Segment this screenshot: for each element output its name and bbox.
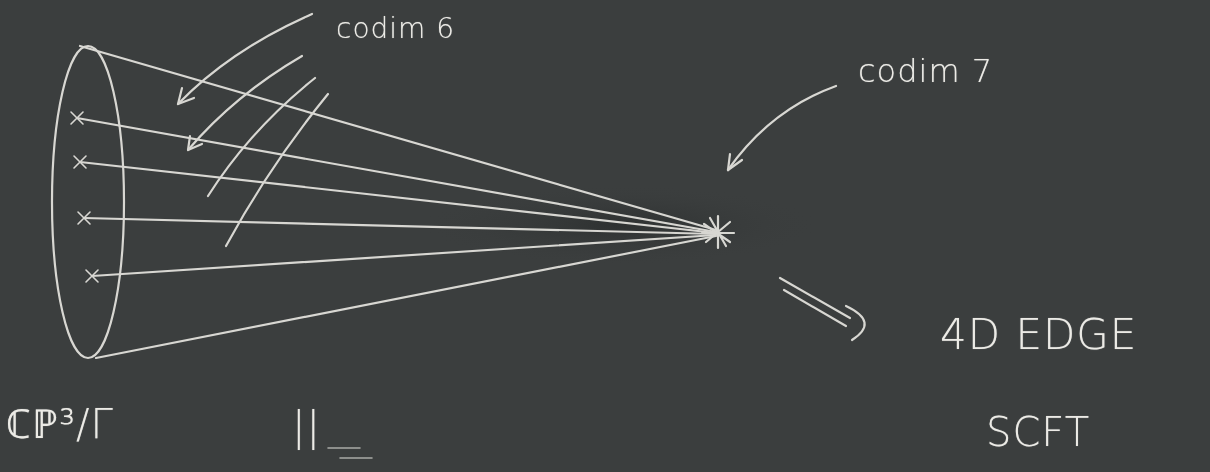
cross-mark (71, 112, 98, 282)
singular-point (702, 216, 734, 248)
codim6-ray (77, 118, 716, 232)
edge-label: 4D EDGE (940, 312, 1137, 358)
partial-mark (328, 448, 372, 458)
leader-arrow (178, 14, 836, 246)
codim6-ray (84, 218, 716, 234)
flow-arrow (780, 278, 865, 340)
theory-label: SCFT (986, 410, 1090, 454)
cone-edge (80, 46, 716, 230)
codim-label: codim 7 (858, 54, 993, 89)
cone-base (52, 46, 124, 358)
codim6-ray (80, 162, 716, 233)
chalk-smudge (420, 185, 820, 265)
relation-mark: || (292, 404, 321, 448)
codim6-ray (92, 235, 716, 276)
codim-label: codim 6 (336, 14, 455, 45)
space-label: ℂℙ³/Γ (6, 402, 114, 446)
